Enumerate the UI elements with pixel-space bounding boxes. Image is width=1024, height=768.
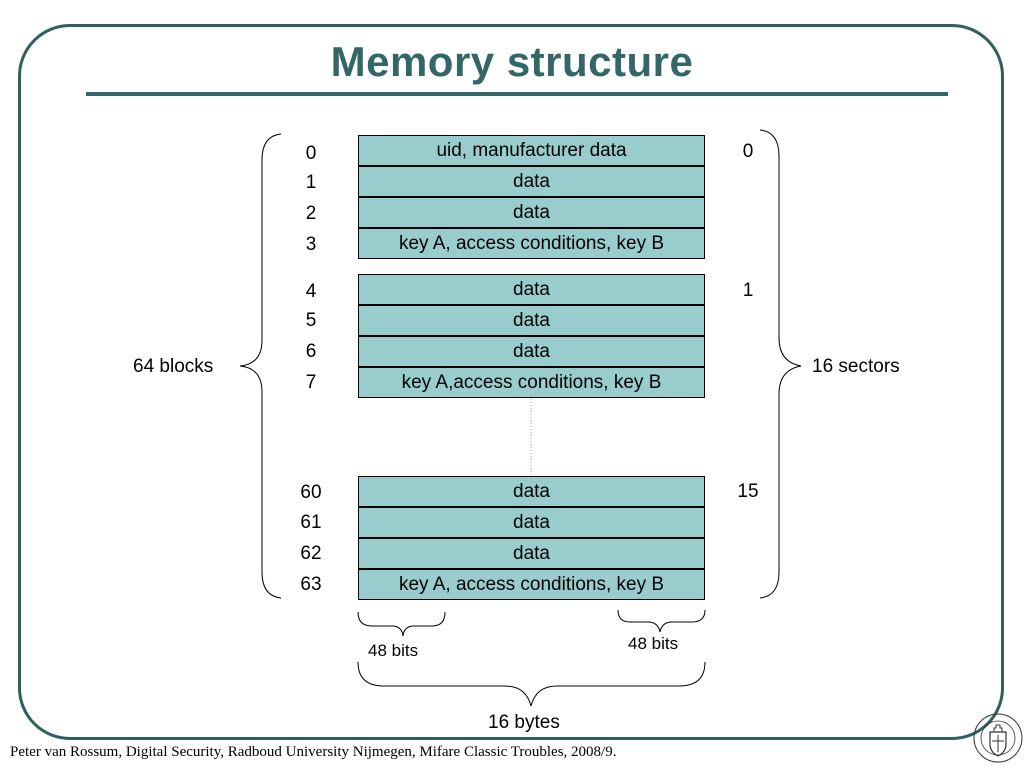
slide-frame <box>18 24 1004 740</box>
block-number-63: 63 <box>300 574 322 595</box>
block-number-62: 62 <box>300 543 322 564</box>
block-size-label: 16 bytes <box>488 712 560 733</box>
block-number-7: 7 <box>305 372 317 393</box>
block-4: data <box>358 274 705 305</box>
block-63-sector-trailer: key A, access conditions, key B <box>358 569 705 600</box>
blocks-total-label: 64 blocks <box>133 356 214 377</box>
university-seal-logo <box>973 713 1023 763</box>
block-0: uid, manufacturer data <box>358 135 705 166</box>
bytes-brace <box>357 661 706 707</box>
sectors-total-label: 16 sectors <box>812 356 900 377</box>
block-3-sector-trailer: key A, access conditions, key B <box>358 228 705 259</box>
block-62: data <box>358 538 705 569</box>
block-5: data <box>358 305 705 336</box>
left-brace <box>239 133 282 599</box>
key-b-bits-label: 48 bits <box>628 634 679 653</box>
key-a-brace <box>357 611 446 637</box>
block-number-61: 61 <box>300 512 322 533</box>
block-number-4: 4 <box>305 281 317 302</box>
block-61: data <box>358 507 705 538</box>
block-2: data <box>358 197 705 228</box>
block-number-1: 1 <box>305 172 317 193</box>
block-7-sector-trailer: key A,access conditions, key B <box>358 367 705 398</box>
footer-citation: Peter van Rossum, Digital Security, Radb… <box>10 744 617 760</box>
sector-number-0: 0 <box>742 141 754 162</box>
sector-number-15: 15 <box>737 481 759 502</box>
sector-number-1: 1 <box>742 280 754 301</box>
key-b-brace <box>617 609 706 633</box>
block-number-5: 5 <box>305 310 317 331</box>
block-number-60: 60 <box>300 482 322 503</box>
block-6: data <box>358 336 705 367</box>
title-underline <box>86 92 948 96</box>
block-number-3: 3 <box>305 234 317 255</box>
block-60: data <box>358 476 705 507</box>
slide-title: Memory structure <box>330 38 694 85</box>
block-number-2: 2 <box>305 203 317 224</box>
right-brace <box>759 129 802 599</box>
block-number-0: 0 <box>305 143 317 164</box>
block-1: data <box>358 166 705 197</box>
block-number-6: 6 <box>305 341 317 362</box>
key-a-bits-label: 48 bits <box>368 641 419 660</box>
